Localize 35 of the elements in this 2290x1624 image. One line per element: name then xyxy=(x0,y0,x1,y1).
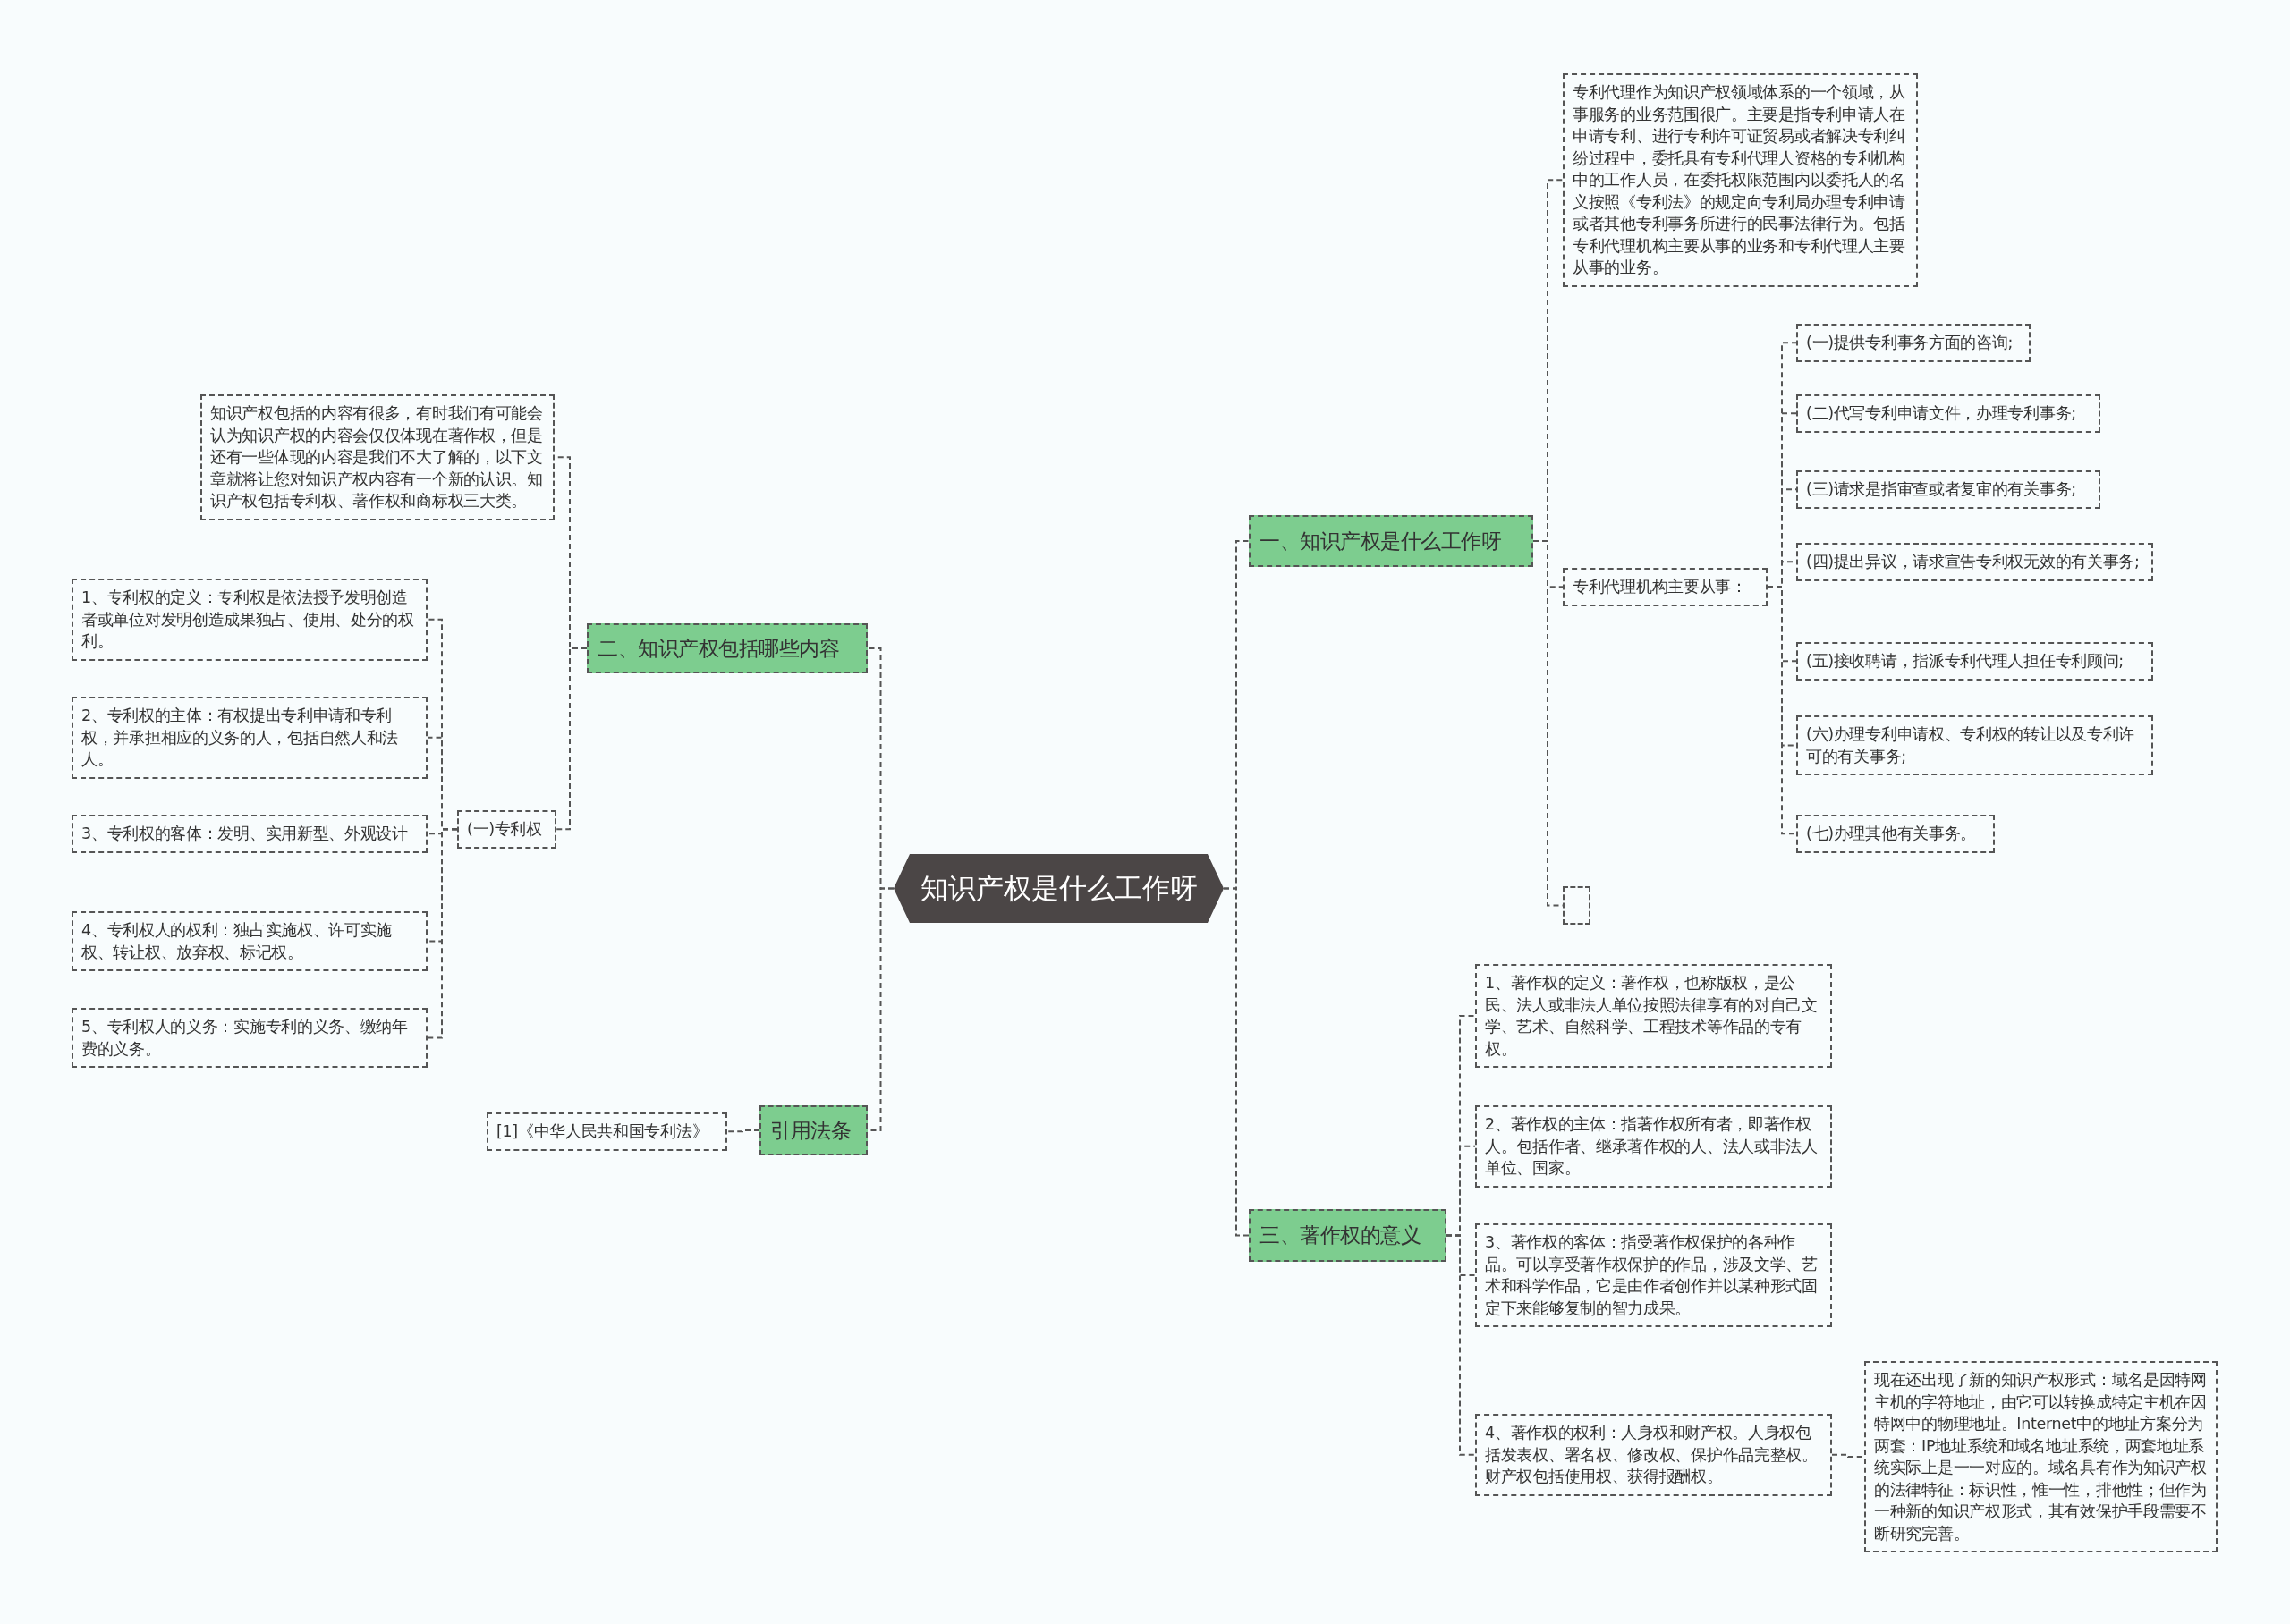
connector-line xyxy=(726,1129,760,1133)
connector-line xyxy=(427,828,458,1039)
text-box: 专利代理机构主要从事： xyxy=(1563,568,1768,606)
topic-box: 一、知识产权是什么工作呀 xyxy=(1249,515,1533,567)
text-box: 1、著作权的定义：著作权，也称版权，是公民、法人或非法人单位按照法律享有的对自己文学、艺术、自然科学、工程技术等作品的专有权。 xyxy=(1475,964,1832,1068)
text-box: 2、专利权的主体：有权提出专利申请和专利权，并承担相应的义务的人，包括自然人和法人。 xyxy=(72,697,428,779)
connector-line xyxy=(1831,1453,1865,1458)
text-box: (七)办理其他有关事务。 xyxy=(1796,815,1995,853)
connector-line xyxy=(1223,887,1250,1237)
topic-box: 三、著作权的意义 xyxy=(1249,1209,1446,1262)
text-box: 4、专利权人的权利：独占实施权、许可实施权、转让权、放弃权、标记权。 xyxy=(72,911,428,971)
text-box: 2、著作权的主体：指著作权所有者，即著作权人。包括作者、继承著作权的人、法人或非法人单位、国家。 xyxy=(1475,1105,1832,1188)
connector-line xyxy=(1767,586,1797,835)
text-box: (六)办理专利申请权、专利权的转让以及专利许可的有关事务; xyxy=(1796,715,2153,775)
text-box: [1]《中华人民共和国专利法》 xyxy=(487,1112,727,1151)
central-topic: 知识产权是什么工作呀 xyxy=(894,854,1224,923)
topic-box: 二、知识产权包括哪些内容 xyxy=(587,623,868,673)
empty-box xyxy=(1563,886,1590,925)
text-box: (四)提出异议，请求宣告专利权无效的有关事务; xyxy=(1796,543,2153,581)
text-box: 现在还出现了新的知识产权形式：域名是因特网主机的字符地址，由它可以转换成特定主机在因特网中的物理地址。Internet中的地址方案分为两套：IP地址系统和域名地址系统，两套地址系统实际上是一一对应的。域名具有作为知识产权的法律特征：标识性，惟一性，排他性；但作为一种新的知识产权形式，其有效保护手段需要不断研究完善。 xyxy=(1864,1361,2218,1552)
text-box: (五)接收聘请，指派专利代理人担任专利顾问; xyxy=(1796,642,2153,681)
text-box: 知识产权包括的内容有很多，有时我们有可能会认为知识产权的内容会仅仅体现在著作权，但是还有一些体现的内容是我们不大了解的，以下文章就将让您对知识产权内容有一个新的认识。知识产权包括专利权、著作权和商标权三大类。 xyxy=(200,394,555,520)
text-box: 1、专利权的定义：专利权是依法授予发明创造者或单位对发明创造成果独占、使用、处分的权利。 xyxy=(72,579,428,661)
text-box: 5、专利权人的义务：实施专利的义务、缴纳年费的义务。 xyxy=(72,1008,428,1068)
connector-line xyxy=(1446,1234,1476,1456)
text-box: 3、著作权的客体：指受著作权保护的各种作品。可以享受著作权保护的作品，涉及文学、艺术和科学作品，它是由作者创作并以某种形式固定下来能够复制的智力成果。 xyxy=(1475,1223,1832,1327)
text-box: 专利代理作为知识产权领域体系的一个领域，从事服务的业务范围很广。主要是指专利申请人在申请专利、进行专利许可证贸易或者解决专利纠纷过程中，委托具有专利代理人资格的专利机构中的工作人员，在委托权限范围内以委托人的名义按照《专利法》的规定向专利局办理专利申请或者其他专利事务所进行的民事法律行为。包括专利代理机构主要从事的业务和专利代理人主要从事的业务。 xyxy=(1563,73,1918,287)
text-box: 3、专利权的客体：发明、实用新型、外观设计 xyxy=(72,815,428,853)
topic-box: 引用法条 xyxy=(759,1105,868,1155)
connector-line xyxy=(556,647,588,831)
text-box: (三)请求是指审查或者复审的有关事务; xyxy=(1796,470,2100,509)
text-box: (二)代写专利申请文件，办理专利事务; xyxy=(1796,394,2100,433)
text-box: (一)提供专利事务方面的咨询; xyxy=(1796,324,2031,362)
text-box: 4、著作权的权利：人身权和财产权。人身权包括发表权、署名权、修改权、保护作品完整权。财产权包括使用权、获得报酬权。 xyxy=(1475,1414,1832,1496)
text-box: (一)专利权 xyxy=(457,810,556,849)
